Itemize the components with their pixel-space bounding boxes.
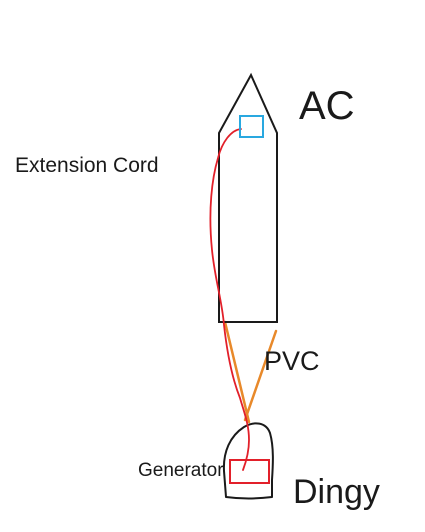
generator-label: Generator bbox=[138, 460, 224, 481]
pvc-label: PVC bbox=[264, 346, 320, 376]
pvc-pole-left bbox=[223, 320, 251, 424]
dingy-label: Dingy bbox=[293, 473, 380, 511]
extension-cord bbox=[209, 128, 250, 471]
ac-label: AC bbox=[299, 84, 355, 128]
dingy-hull bbox=[222, 422, 274, 500]
pvc-pole-right bbox=[243, 329, 278, 422]
pvc-poles bbox=[223, 320, 278, 424]
generator-box bbox=[229, 459, 270, 484]
boat-hull bbox=[218, 72, 278, 323]
ac-unit-box bbox=[239, 115, 264, 138]
extension-cord-label: Extension Cord bbox=[15, 154, 159, 177]
